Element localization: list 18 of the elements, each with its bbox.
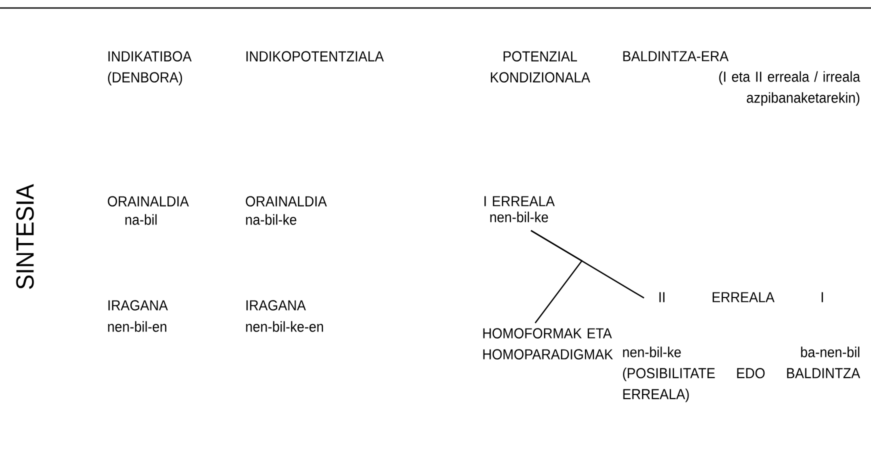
term-text: II ERREALA I nen-bil-ke ba-nen-bil (POSIBILITATE EDO BALDINTZA ERREALA): [623, 292, 860, 402]
verb-form: na-bil: [125, 214, 157, 225]
column-heading: INDIKATIBOA (DENBORA): [108, 51, 192, 86]
connector-line: [530, 230, 583, 324]
tense-name: ORAINALDIA: [108, 196, 189, 206]
tense-name: ORAINALDIA: [246, 196, 327, 206]
term-text: I ERREALA nen-bil-ke: [484, 196, 555, 222]
tense-name: IRAGANA: [108, 300, 168, 310]
verb-form: nen-bil-en: [108, 321, 166, 332]
side-heading: SINTESIA: [16, 184, 34, 289]
heading-note: (I eta II erreala / irreala azpibanaketarekin): [719, 71, 860, 106]
tense-name: IRAGANA: [246, 300, 306, 310]
verb-form: na-bil-ke: [246, 214, 296, 225]
column-heading: POTENZIAL KONDIZIONALA: [490, 51, 590, 82]
column-heading: INDIKOPOTENTZIALA: [246, 51, 384, 62]
verb-form: nen-bil-ke-en: [246, 321, 323, 332]
term-text: HOMOFORMAK ETA HOMOPARADIGMAK: [483, 328, 613, 360]
column-heading: BALDINTZA-ERA: [623, 51, 729, 62]
